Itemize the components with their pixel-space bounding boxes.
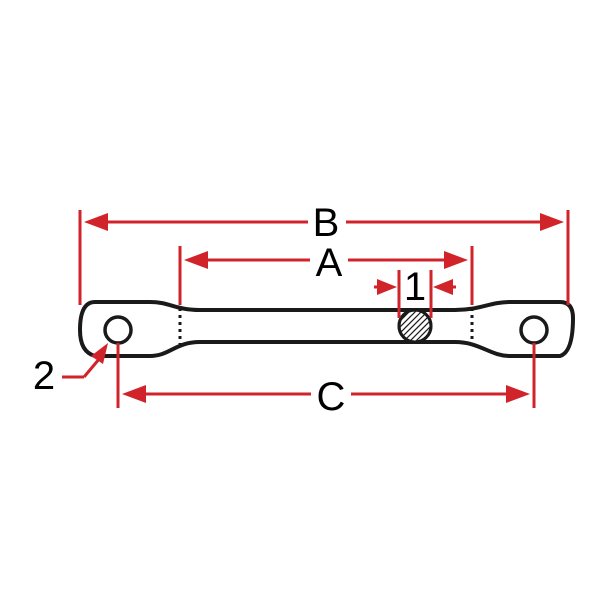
label-a: A	[316, 241, 343, 285]
label-c: C	[317, 375, 346, 419]
cross-section	[397, 308, 433, 344]
dimension-b: B	[78, 200, 570, 305]
callout-2: 2	[33, 343, 108, 398]
dimension-a: A	[178, 240, 474, 305]
bar-outline	[77, 300, 576, 358]
right-eye-hole	[519, 315, 549, 345]
label-2: 2	[33, 354, 55, 398]
dimension-1: 1	[374, 265, 456, 318]
label-b: B	[313, 201, 340, 245]
dimension-c: C	[116, 343, 536, 419]
label-1: 1	[404, 265, 426, 309]
left-eye-hole	[103, 315, 133, 345]
